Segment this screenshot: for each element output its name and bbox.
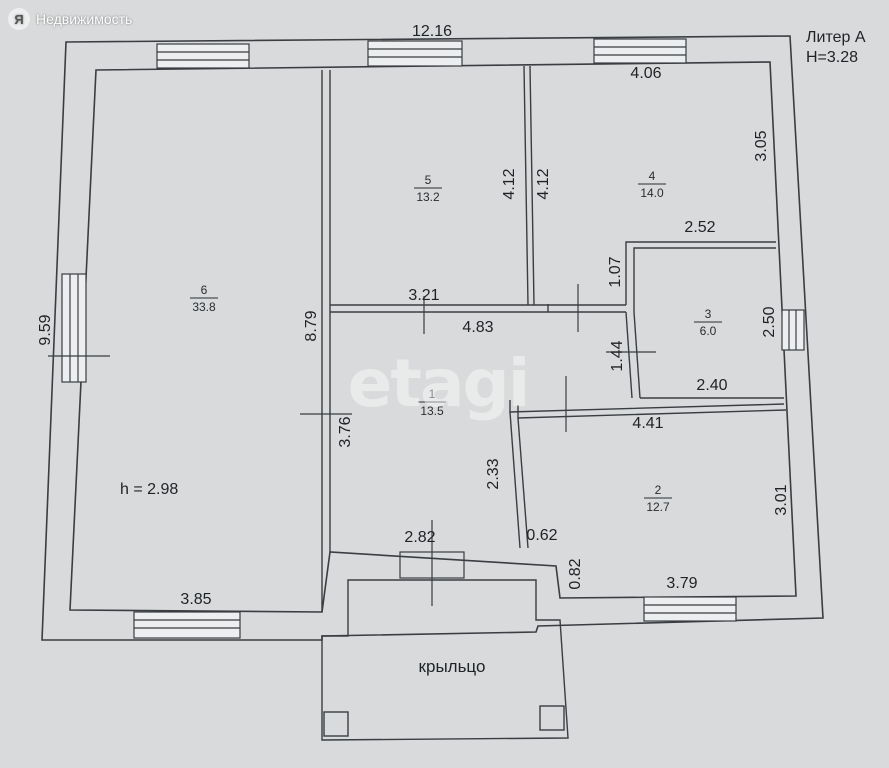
dimensions: 12.16 9.59 8.79 3.85 4.12 4.12 3.21 4.06…: [37, 23, 790, 608]
dim-room5-width: 3.21: [408, 287, 439, 304]
dim-room2-top: 4.41: [632, 415, 663, 432]
porch-label: крыльцо: [419, 657, 486, 676]
realty-badge: Я Недвижимость: [8, 6, 132, 32]
room-3-label: 3 6.0: [694, 307, 722, 338]
room-5-label: 5 13.2: [414, 173, 442, 204]
dim-room1-inner: 2.33: [485, 458, 502, 489]
dim-room4-side: 3.05: [753, 130, 770, 161]
room-6-area: 33.8: [192, 300, 216, 314]
window-top-1: [156, 43, 250, 69]
room-3-number: 3: [705, 307, 712, 321]
dim-room1-top: 4.83: [462, 319, 493, 336]
dim-room3-side: 2.50: [761, 306, 778, 337]
liter-label: Литер А: [806, 29, 866, 46]
window-bottom-1: [133, 611, 241, 639]
entrance-door: [399, 520, 465, 606]
room-6-label: 6 33.8: [190, 283, 218, 314]
dim-room3-side-left: 1.07: [607, 256, 624, 287]
inner-wall-outline: [69, 61, 797, 613]
room-2-number: 2: [655, 483, 662, 497]
room-5-number: 5: [425, 173, 432, 187]
room-4-number: 4: [649, 169, 656, 183]
windows: [61, 38, 805, 639]
room-1-number: 1: [429, 387, 436, 401]
dim-room5-height: 4.12: [501, 168, 518, 199]
ceiling-height-note: h = 2.98: [120, 481, 178, 498]
dim-room6-bottom: 3.85: [180, 591, 211, 608]
dim-room6-height: 8.79: [303, 310, 320, 341]
room-3-area: 6.0: [700, 324, 717, 338]
dim-room1-bottom: 2.82: [404, 529, 435, 546]
dim-room3-bottom: 2.40: [696, 377, 727, 394]
room-1-area: 13.5: [420, 404, 444, 418]
dim-room3-top: 2.52: [684, 219, 715, 236]
dim-room2-notch-width: 0.62: [526, 527, 557, 544]
room-4-area: 14.0: [640, 186, 664, 200]
window-bottom-2: [643, 596, 737, 622]
dim-room2-notch-height: 0.82: [567, 558, 584, 589]
liter-height: Н=3.28: [806, 49, 858, 66]
dim-room4-height: 4.12: [535, 168, 552, 199]
partitions: [321, 65, 787, 612]
room-5-area: 13.2: [416, 190, 440, 204]
room-labels: 6 33.8 5 13.2 4 14.0 3 6.0 1 13.5 2 12.7: [190, 169, 722, 514]
dim-room1-step: 1.44: [609, 340, 626, 371]
dim-left-total: 9.59: [37, 314, 54, 345]
dim-room4-width: 4.06: [630, 65, 661, 82]
dim-room2-side: 3.01: [773, 484, 790, 515]
tick-marks: [48, 284, 656, 432]
window-right: [781, 309, 805, 351]
dim-room2-bottom: 3.79: [666, 575, 697, 592]
window-top-2: [367, 40, 463, 67]
room-4-label: 4 14.0: [638, 169, 666, 200]
room-2-area: 12.7: [646, 500, 670, 514]
outer-wall-outline: [41, 35, 824, 641]
window-top-3: [593, 38, 687, 64]
porch: [321, 579, 569, 741]
badge-text: Недвижимость: [36, 11, 133, 27]
window-left: [61, 273, 87, 383]
room-1-label: 1 13.5: [418, 387, 446, 418]
outer-walls: [41, 35, 824, 641]
dim-top-total: 12.16: [412, 23, 452, 40]
etagi-watermark: etagi: [348, 345, 529, 422]
room-2-label: 2 12.7: [644, 483, 672, 514]
dim-room1-left: 3.76: [337, 416, 354, 447]
room-6-number: 6: [201, 283, 208, 297]
yandex-logo-icon: Я: [8, 8, 30, 30]
